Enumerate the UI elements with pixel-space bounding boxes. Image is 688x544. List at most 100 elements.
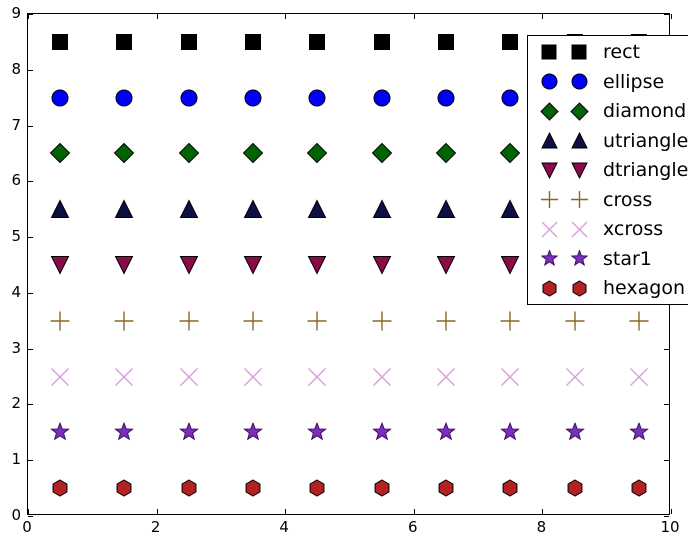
marker-xcross-8 (565, 367, 584, 386)
marker-utriangle-6 (436, 199, 456, 219)
legend-label-star1: star1 (603, 247, 652, 270)
legend-item-star1[interactable]: star1 (528, 244, 688, 274)
marker-utriangle-5 (372, 199, 391, 219)
marker-ellipse-2 (180, 89, 198, 107)
legend-label-xcross: xcross (603, 218, 664, 240)
y-tick-0 (28, 516, 33, 517)
legend-marker-dtriangle-a (534, 162, 564, 179)
marker-utriangle-1 (115, 199, 134, 219)
marker-cross-3 (243, 311, 263, 331)
marker-ellipse-4 (308, 89, 326, 107)
x-tick-4 (285, 509, 287, 514)
legend-label-rect: rect (603, 41, 640, 63)
legend-label-ellipse: ellipse (603, 70, 665, 93)
y-tick-8 (28, 69, 33, 71)
y-tick-label-1: 1 (11, 450, 21, 469)
marker-utriangle-2 (179, 199, 199, 219)
y-tick-right-9 (664, 14, 669, 15)
legend-item-utriangle[interactable]: utriangle (528, 126, 688, 156)
marker-utriangle-3 (243, 199, 263, 219)
marker-xcross-1 (115, 367, 134, 386)
marker-star1-9 (628, 421, 649, 442)
marker-xcross-9 (629, 367, 648, 386)
legend-marker-utriangle-a (534, 132, 564, 149)
legend-marker-ellipse-a (534, 73, 564, 90)
marker-star1-8 (564, 421, 585, 442)
legend-item-rect[interactable]: rect (528, 37, 688, 67)
x-tick-top-10 (671, 14, 672, 19)
y-tick-4 (28, 292, 33, 294)
legend-item-dtriangle[interactable]: dtriangle (528, 155, 688, 185)
legend-item-cross[interactable]: cross (528, 185, 688, 215)
marker-ellipse-7 (501, 89, 519, 107)
marker-ellipse-6 (437, 89, 455, 107)
y-tick-label-6: 6 (11, 171, 21, 190)
marker-cross-8 (565, 311, 585, 331)
legend-item-hexagon[interactable]: hexagon (528, 273, 688, 303)
marker-rect-2 (180, 33, 197, 50)
x-tick-2 (156, 509, 158, 514)
legend-marker-ellipse-b (564, 73, 594, 90)
marker-diamond-3 (242, 143, 264, 164)
x-tick-label-4: 4 (279, 518, 289, 536)
y-tick-right-1 (664, 460, 669, 462)
marker-rect-6 (437, 33, 454, 50)
y-tick-2 (28, 404, 33, 406)
marker-dtriangle-3 (243, 256, 263, 275)
y-tick-right-3 (664, 348, 669, 350)
y-tick-label-8: 8 (11, 59, 21, 78)
marker-cross-6 (436, 311, 456, 331)
y-tick-1 (28, 460, 33, 462)
legend-marker-diamond-b (564, 101, 594, 121)
y-tick-right-0 (664, 516, 669, 517)
y-tick-label-3: 3 (11, 338, 21, 357)
legend-marker-diamond-a (534, 101, 564, 121)
marker-cross-1 (114, 311, 134, 331)
legend-label-hexagon: hexagon (603, 277, 686, 299)
marker-diamond-6 (435, 143, 457, 164)
marker-star1-5 (371, 421, 392, 442)
legend-item-diamond[interactable]: diamond (528, 96, 688, 126)
marker-star1-7 (500, 421, 521, 442)
x-tick-6 (413, 509, 415, 514)
marker-diamond-2 (178, 143, 199, 164)
marker-dtriangle-2 (179, 256, 199, 275)
y-tick-right-2 (664, 404, 669, 406)
x-tick-top-2 (156, 14, 158, 19)
marker-rect-5 (373, 33, 390, 50)
legend-item-ellipse[interactable]: ellipse (528, 67, 688, 97)
x-tick-top-8 (542, 14, 544, 19)
legend-label-cross: cross (603, 188, 653, 211)
marker-xcross-4 (308, 367, 327, 386)
marker-diamond-5 (371, 143, 392, 164)
legend-marker-star1-a (534, 250, 564, 267)
y-tick-label-5: 5 (11, 227, 21, 246)
marker-star1-1 (114, 421, 135, 442)
legend-marker-hexagon-a (534, 279, 564, 297)
marker-xcross-5 (372, 367, 391, 386)
legend-item-xcross[interactable]: xcross (528, 214, 688, 244)
marker-rect-1 (116, 33, 133, 50)
y-tick-9 (28, 14, 33, 15)
y-tick-5 (28, 237, 33, 239)
marker-diamond-7 (500, 143, 521, 164)
marker-xcross-6 (436, 367, 455, 386)
marker-star1-6 (436, 421, 456, 442)
marker-hexagon-3 (244, 479, 262, 497)
marker-diamond-0 (49, 143, 71, 164)
marker-star1-2 (178, 421, 199, 442)
marker-ellipse-1 (115, 89, 133, 107)
x-tick-8 (542, 509, 544, 514)
marker-diamond-1 (114, 143, 135, 164)
legend-marker-xcross-b (564, 221, 594, 238)
marker-dtriangle-0 (50, 256, 70, 275)
marker-dtriangle-7 (500, 256, 520, 275)
legend-marker-rect-b (564, 44, 594, 60)
y-tick-7 (28, 125, 33, 127)
x-tick-label-8: 8 (536, 518, 547, 536)
plot-area (28, 14, 669, 514)
x-tick-top-4 (285, 14, 287, 19)
marker-rect-0 (52, 33, 69, 50)
